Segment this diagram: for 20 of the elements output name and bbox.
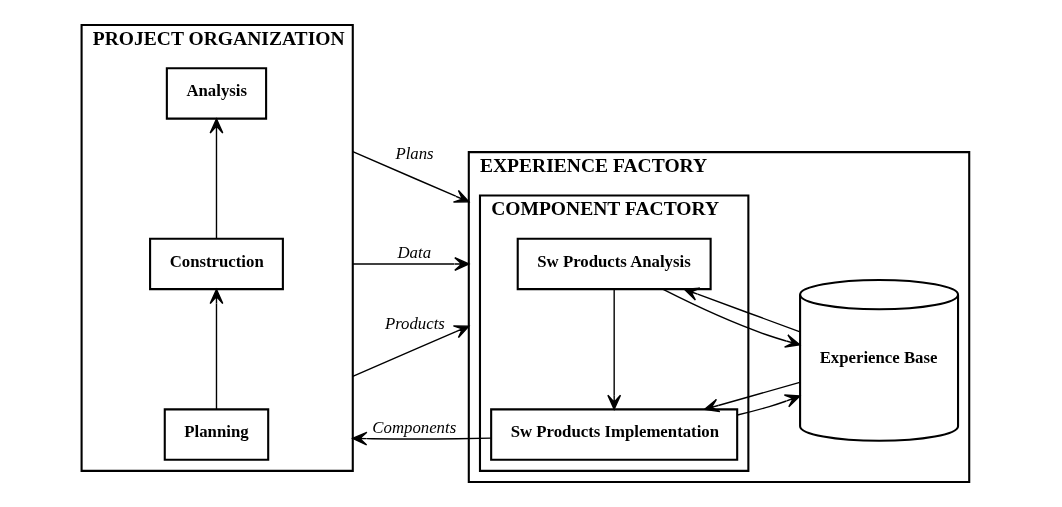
edge-label: Data	[397, 242, 432, 262]
arrow	[209, 118, 224, 240]
edge-label: Products	[384, 314, 445, 334]
arrow	[736, 394, 801, 416]
arrow	[352, 325, 470, 377]
node-box: Sw Products Implementation	[490, 408, 739, 461]
node-box: Sw Products Analysis	[516, 237, 712, 291]
arrow	[607, 288, 622, 410]
arrow	[662, 288, 801, 348]
arrow	[209, 288, 224, 410]
node-box: Planning	[163, 408, 270, 461]
arrow	[352, 431, 492, 446]
node-box: Construction	[149, 237, 284, 291]
edge-label: Plans	[395, 143, 434, 163]
arrow	[703, 381, 801, 413]
arrow	[352, 257, 470, 271]
arrow	[683, 287, 801, 333]
node-box: Analysis	[165, 67, 268, 120]
edge-label: Components	[372, 417, 457, 437]
arrow	[352, 151, 470, 203]
